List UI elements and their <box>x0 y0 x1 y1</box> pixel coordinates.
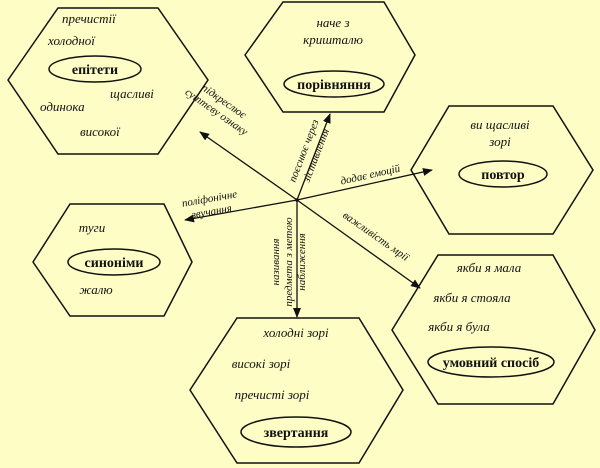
epithets-item-4: одинока <box>40 99 85 114</box>
address-item-3: пречисті зорі <box>235 387 310 402</box>
node-conditional: якби я мала якби я стояла якби я була ум… <box>427 260 539 371</box>
synonyms-item-1: туги <box>79 220 106 235</box>
address-item-1: холодні зорі <box>262 325 329 340</box>
hexagon-address <box>189 317 404 464</box>
hexagon-synonyms <box>32 203 193 317</box>
repetition-label: повтор <box>481 168 525 183</box>
ellipse-repetition <box>458 160 548 188</box>
comparison-label: порівняння <box>297 78 371 93</box>
synonyms-item-2: жалю <box>79 282 112 297</box>
comparison-item-1: наче з <box>316 15 349 30</box>
edge-label-synonyms: поліфонічне звучання <box>181 188 238 221</box>
edge-arrow-repetition <box>296 168 433 201</box>
epithets-item-1: пречистії <box>62 11 117 26</box>
epithets-label: епітети <box>72 63 118 78</box>
edge-address-line-2: предмета з метою <box>283 217 295 307</box>
node-comparison: наче з кришталю порівняння <box>297 15 371 93</box>
edge-arrow-conditional <box>296 199 421 289</box>
ellipse-comparison <box>283 70 385 98</box>
ellipse-conditional <box>427 346 555 378</box>
edge-address-line-1: називання <box>270 239 282 286</box>
ellipse-epithets <box>48 55 142 83</box>
synonyms-label: синоніми <box>85 256 144 271</box>
repetition-item-2: зорі <box>488 134 511 149</box>
node-address: холодні зорі високі зорі пречисті зорі з… <box>232 325 329 441</box>
hexagon-repetition <box>410 105 594 235</box>
hexagon-epithets <box>7 7 209 155</box>
address-label: звертання <box>264 426 329 441</box>
conditional-item-2: якби я стояла <box>432 290 511 305</box>
conditional-item-1: якби я мала <box>456 260 522 275</box>
hub-point <box>295 198 299 202</box>
edge-arrow-epithets <box>199 131 298 201</box>
edge-label-comparison: поєснює через зіставлення <box>287 118 332 185</box>
node-repetition: ви щасливі зорі повтор <box>470 117 530 183</box>
epithets-item-2: холодної <box>47 33 96 48</box>
hexagon-conditional <box>391 254 596 405</box>
edge-label-epithets: підкреслює суттєву ознаку <box>183 82 250 138</box>
node-epithets: пречистії холодної епітети щасливі одино… <box>40 11 154 139</box>
conditional-item-3: якби я була <box>427 319 490 334</box>
hexagon-comparison <box>244 1 416 113</box>
ellipse-address <box>240 416 352 448</box>
edge-address-line-3: наближення <box>296 233 308 291</box>
edge-arrow-synonyms <box>184 199 298 223</box>
comparison-item-2: кришталю <box>303 32 363 47</box>
epithets-item-5: високої <box>80 124 121 139</box>
edge-label-address: називання предмета з метою наближення <box>270 217 308 307</box>
edge-arrow-comparison <box>296 113 331 201</box>
address-item-2: високі зорі <box>232 356 291 371</box>
repetition-item-1: ви щасливі <box>470 117 530 132</box>
ellipse-synonyms <box>67 248 161 276</box>
node-synonyms: туги синоніми жалю <box>79 220 144 297</box>
epithets-item-3: щасливі <box>110 86 154 101</box>
conditional-label: умовний спосіб <box>443 356 539 371</box>
